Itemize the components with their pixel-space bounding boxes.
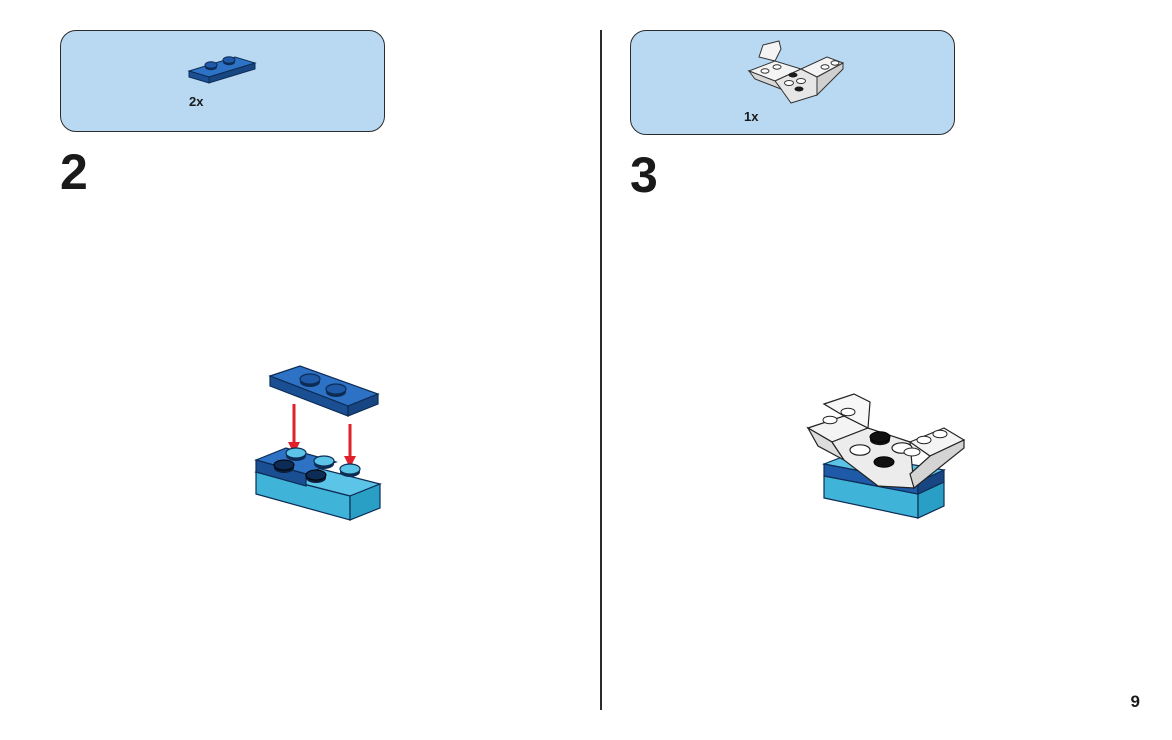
parts-callout-step-3: 1x: [630, 30, 955, 135]
white-inverted-slope-icon: [747, 40, 845, 104]
parts-callout-step-2: 2x: [60, 30, 385, 132]
part-quantity: 1x: [744, 109, 759, 124]
part-quantity: 2x: [189, 94, 204, 109]
step-number: 2: [60, 144, 88, 200]
step-number: 3: [630, 147, 658, 203]
blue-plate-1x2-icon: [187, 56, 257, 84]
page-divider: [600, 30, 602, 710]
attach-blue-plates-icon: [254, 365, 382, 521]
page-number: 9: [1130, 692, 1140, 711]
attach-white-slope-icon: [806, 393, 966, 519]
